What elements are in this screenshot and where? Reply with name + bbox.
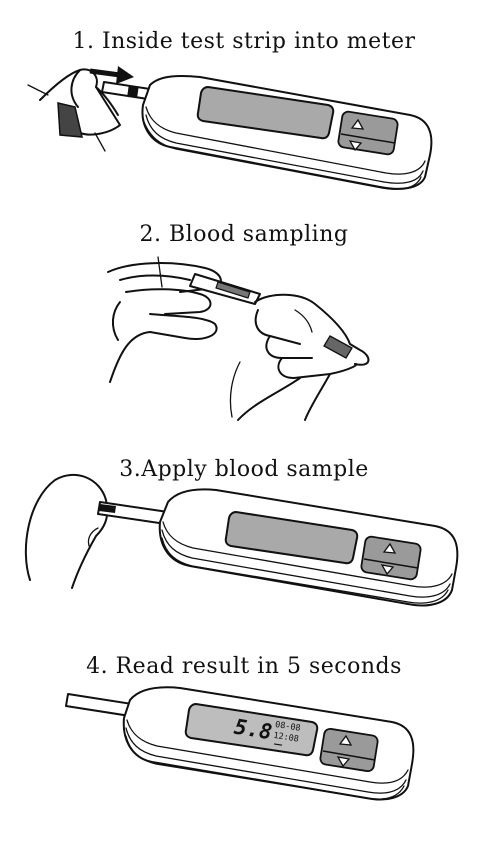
meter-screen <box>224 510 359 565</box>
step-1-title: 1. Inside test strip into meter <box>72 29 416 54</box>
step-3-illustration <box>24 473 459 607</box>
test-strip <box>101 81 151 100</box>
meter-screen <box>184 702 319 757</box>
triangle-down-icon[interactable] <box>348 140 363 152</box>
glucose-meter <box>158 488 459 607</box>
triangle-down-icon[interactable] <box>336 756 351 768</box>
step-3-title: 3.Apply blood sample <box>119 457 369 482</box>
arrow-right-icon <box>89 66 134 84</box>
hand-drawing <box>27 68 121 152</box>
date-readout: 08-08 <box>274 720 301 734</box>
triangle-up-icon[interactable] <box>338 734 353 746</box>
step-2-title: 2. Blood sampling <box>139 222 349 247</box>
glucose-meter <box>141 75 433 190</box>
step-1-illustration <box>27 66 433 190</box>
triangle-up-icon[interactable] <box>350 118 365 130</box>
finger-drawing <box>24 473 109 589</box>
meter-screen <box>196 85 335 140</box>
step-4-title: 4. Read result in 5 seconds <box>86 654 402 679</box>
triangle-down-icon[interactable] <box>380 564 395 576</box>
hands-drawing <box>107 256 370 421</box>
test-strip <box>65 693 133 717</box>
step-4-illustration: 5.8 08-08 12:08 <box>65 686 415 801</box>
glucose-meter: 5.8 08-08 12:08 <box>122 686 415 801</box>
time-readout: 12:08 <box>273 731 300 745</box>
glucose-reading: 5.8 <box>232 715 273 745</box>
triangle-up-icon[interactable] <box>382 542 397 554</box>
step-2-illustration <box>107 256 370 421</box>
